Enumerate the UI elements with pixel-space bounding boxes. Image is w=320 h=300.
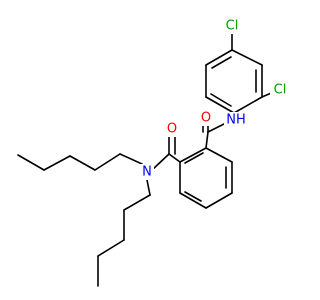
bond — [146, 179, 151, 196]
chlorine-atom: Cl — [270, 82, 290, 98]
nitrogen-hydrogen-atom: NH — [224, 112, 248, 128]
bond — [205, 49, 233, 66]
oxygen-atom: O — [165, 121, 179, 137]
atom-labels: Cl Cl NH O O N — [140, 18, 290, 180]
bond — [43, 155, 71, 171]
bond — [210, 93, 232, 107]
bond — [151, 153, 170, 171]
bond — [205, 131, 209, 149]
bond — [184, 152, 204, 164]
bond — [211, 56, 232, 69]
molecule-structure: Cl Cl NH O O N — [17, 18, 290, 287]
bond — [119, 153, 143, 165]
bond — [207, 122, 227, 133]
bond — [168, 153, 181, 163]
atom-label-o: O — [167, 122, 177, 137]
atom-label-cl: Cl — [274, 83, 287, 98]
bond-layer — [17, 33, 277, 287]
chlorine-atom: Cl — [224, 18, 242, 34]
bond — [94, 153, 121, 171]
bond — [233, 96, 263, 114]
bond — [123, 194, 151, 211]
atom-label-o: O — [201, 111, 211, 126]
bond — [231, 49, 263, 66]
bond — [205, 192, 233, 209]
bond — [179, 147, 207, 163]
oxygen-atom: O — [199, 110, 213, 126]
nitrogen-atom: N — [140, 164, 154, 180]
atom-label-n: N — [142, 165, 152, 180]
bond — [205, 96, 235, 114]
bond — [17, 154, 45, 171]
bond — [184, 191, 202, 202]
bond — [179, 192, 207, 209]
bond — [69, 155, 96, 171]
bond — [205, 147, 233, 163]
bond — [97, 239, 125, 257]
atom-label-cl: Cl — [226, 19, 239, 34]
atom-label-nh: NH — [226, 113, 246, 128]
